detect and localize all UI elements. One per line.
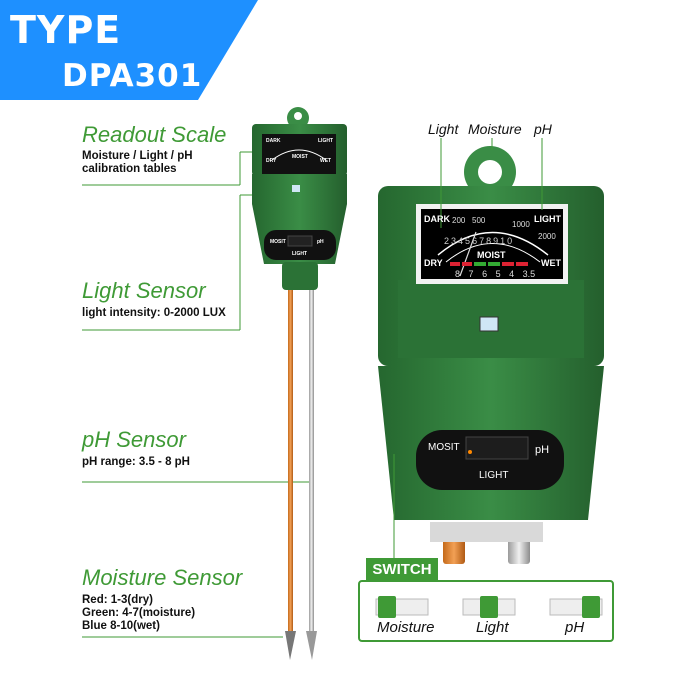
readout-scale-title: Readout Scale bbox=[82, 122, 227, 147]
moisture-desc-line: Green: 4-7(moisture) bbox=[82, 607, 196, 619]
switch-option-ph: pH bbox=[565, 619, 585, 636]
banner-model-label: DPA301 bbox=[62, 58, 203, 94]
light-label: LIGHT bbox=[534, 214, 561, 224]
light-tick: 200 bbox=[452, 216, 466, 225]
moisture-sensor-desc: Red: 1-3(dry) Green: 4-7(moisture) Blue … bbox=[82, 594, 195, 633]
ph-tick-row: 8 7 6 5 4 3.5 bbox=[455, 269, 535, 279]
light-sensor-title: Light Sensor bbox=[82, 278, 206, 303]
light-sensor-desc: light intensity: 0-2000 LUX bbox=[82, 307, 226, 319]
ph-tick: 5 bbox=[495, 269, 501, 279]
scale-label-light: Light bbox=[428, 121, 459, 137]
switch-panel bbox=[358, 580, 614, 642]
scale-leader-lines bbox=[393, 138, 543, 562]
moist-label: MOIST bbox=[477, 250, 506, 260]
banner-type-label: TYPE bbox=[10, 8, 122, 52]
moisture-desc-line: Blue 8-10(wet) bbox=[82, 620, 160, 632]
moist-tick: 4 bbox=[458, 236, 466, 246]
moist-tick: 9 bbox=[493, 236, 501, 246]
moist-tick: 2 bbox=[444, 236, 452, 246]
moist-tick: 10 bbox=[500, 236, 515, 246]
moisture-sensor-title: Moisture Sensor bbox=[82, 565, 243, 590]
small-dark-label: DARK bbox=[266, 138, 281, 144]
large-meter bbox=[378, 146, 604, 564]
switch-icons bbox=[375, 596, 603, 618]
scale-label-ph: pH bbox=[534, 121, 552, 137]
ph-tick: 3.5 bbox=[522, 269, 536, 279]
switch-option-moisture: Moisture bbox=[377, 619, 435, 636]
light-tick: 2000 bbox=[538, 232, 556, 241]
dark-label: DARK bbox=[424, 214, 450, 224]
readout-scale-desc: Moisture / Light / pH calibration tables bbox=[82, 150, 193, 176]
scale-label-moisture: Moisture bbox=[468, 121, 522, 137]
ph-sensor-title: pH Sensor bbox=[82, 427, 186, 452]
small-light-label: LIGHT bbox=[318, 138, 333, 144]
readout-desc-line: Moisture / Light / pH bbox=[82, 150, 193, 162]
wet-label: WET bbox=[541, 258, 561, 268]
moist-tick-row: 2345678910 bbox=[444, 236, 514, 246]
switch-panel-title: SWITCH bbox=[366, 558, 438, 582]
moist-tick: 8 bbox=[486, 236, 494, 246]
moisture-desc-line: Red: 1-3(dry) bbox=[82, 594, 153, 606]
moist-tick: 7 bbox=[479, 236, 487, 246]
switch-left-label: MOSIT bbox=[428, 442, 460, 453]
ph-tick: 8 bbox=[455, 269, 461, 279]
small-dry-label: DRY bbox=[266, 158, 277, 164]
small-switch-bottom: LIGHT bbox=[292, 251, 307, 257]
ph-sensor-desc: pH range: 3.5 - 8 pH bbox=[82, 456, 190, 468]
switch-bottom-label: LIGHT bbox=[479, 470, 509, 481]
ph-tick: 7 bbox=[468, 269, 474, 279]
small-meter bbox=[252, 107, 347, 660]
small-moist-label: MOIST bbox=[292, 154, 308, 160]
switch-option-light: Light bbox=[476, 619, 509, 636]
light-tick: 1000 bbox=[512, 220, 530, 229]
light-tick: 500 bbox=[472, 216, 486, 225]
moist-tick: 3 bbox=[451, 236, 459, 246]
readout-desc-line: calibration tables bbox=[82, 163, 177, 175]
small-switch-left: MOSIT bbox=[270, 239, 286, 245]
small-switch-right: pH bbox=[317, 239, 324, 245]
ph-tick: 6 bbox=[482, 269, 488, 279]
switch-right-label: pH bbox=[535, 444, 550, 456]
ph-tick: 4 bbox=[509, 269, 515, 279]
dry-label: DRY bbox=[424, 258, 443, 268]
small-wet-label: WET bbox=[320, 158, 332, 164]
moist-tick: 6 bbox=[472, 236, 480, 246]
moist-tick: 5 bbox=[465, 236, 473, 246]
callout-lines bbox=[82, 151, 312, 638]
